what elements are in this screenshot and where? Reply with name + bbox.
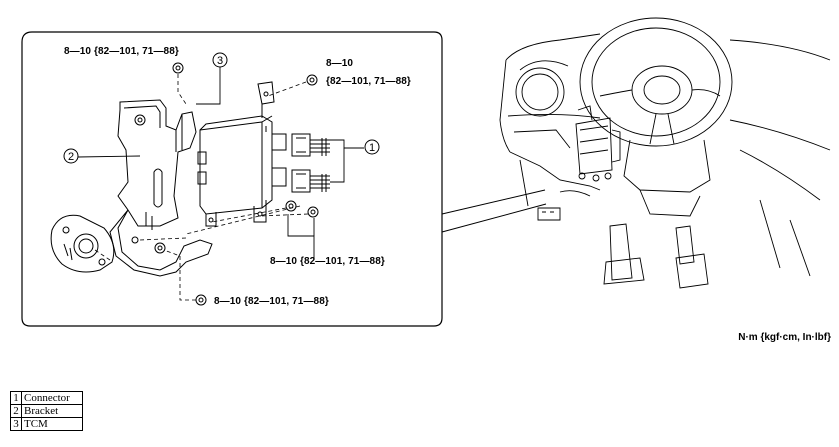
nut-right-2 (307, 206, 319, 218)
callout-3: 3 (212, 52, 228, 68)
torque-label-top-right-1: 8—10 (326, 58, 353, 69)
torque-label-top-left: 8—10 {82—101, 71—88} (64, 46, 179, 57)
zoom-lines (441, 189, 547, 233)
legend-num: 2 (10, 404, 22, 418)
legend-num: 3 (10, 417, 22, 431)
torque-label-lower-right: 8—10 {82—101, 71—88} (270, 256, 385, 267)
mount-plate (50, 214, 115, 273)
torque-label-top-right-2: {82—101, 71—88} (326, 76, 411, 87)
callout-2-label: 2 (68, 151, 74, 163)
callout-2: 2 (63, 148, 79, 164)
nut-top-right (306, 74, 318, 86)
nut-bottom (195, 294, 207, 306)
legend-label: TCM (21, 417, 83, 431)
legend-label: Connector (21, 391, 83, 405)
detail-frame (21, 31, 443, 327)
nut-top-left (172, 62, 184, 74)
callout-3-label: 3 (217, 55, 223, 67)
unit-note: N·m {kgf·cm, In·lbf} (738, 332, 831, 343)
torque-label-bottom: 8—10 {82—101, 71—88} (214, 296, 329, 307)
legend-row: 3 TCM (10, 417, 83, 431)
tcm-module (197, 81, 287, 227)
leader-lines (77, 66, 364, 258)
legend-row: 1 Connector (10, 391, 83, 405)
connectors (291, 133, 330, 193)
dashboard-view (499, 17, 831, 289)
nut-right-1 (285, 200, 297, 212)
callout-1-label: 1 (369, 142, 375, 154)
dashed-assembly-lines (91, 74, 309, 301)
bracket (109, 99, 213, 277)
legend-row: 2 Bracket (10, 404, 83, 418)
legend-table: 1 Connector 2 Bracket 3 TCM (10, 391, 83, 431)
legend-label: Bracket (21, 404, 83, 418)
legend-num: 1 (10, 391, 22, 405)
nuts (172, 62, 319, 306)
callout-1: 1 (364, 139, 380, 155)
